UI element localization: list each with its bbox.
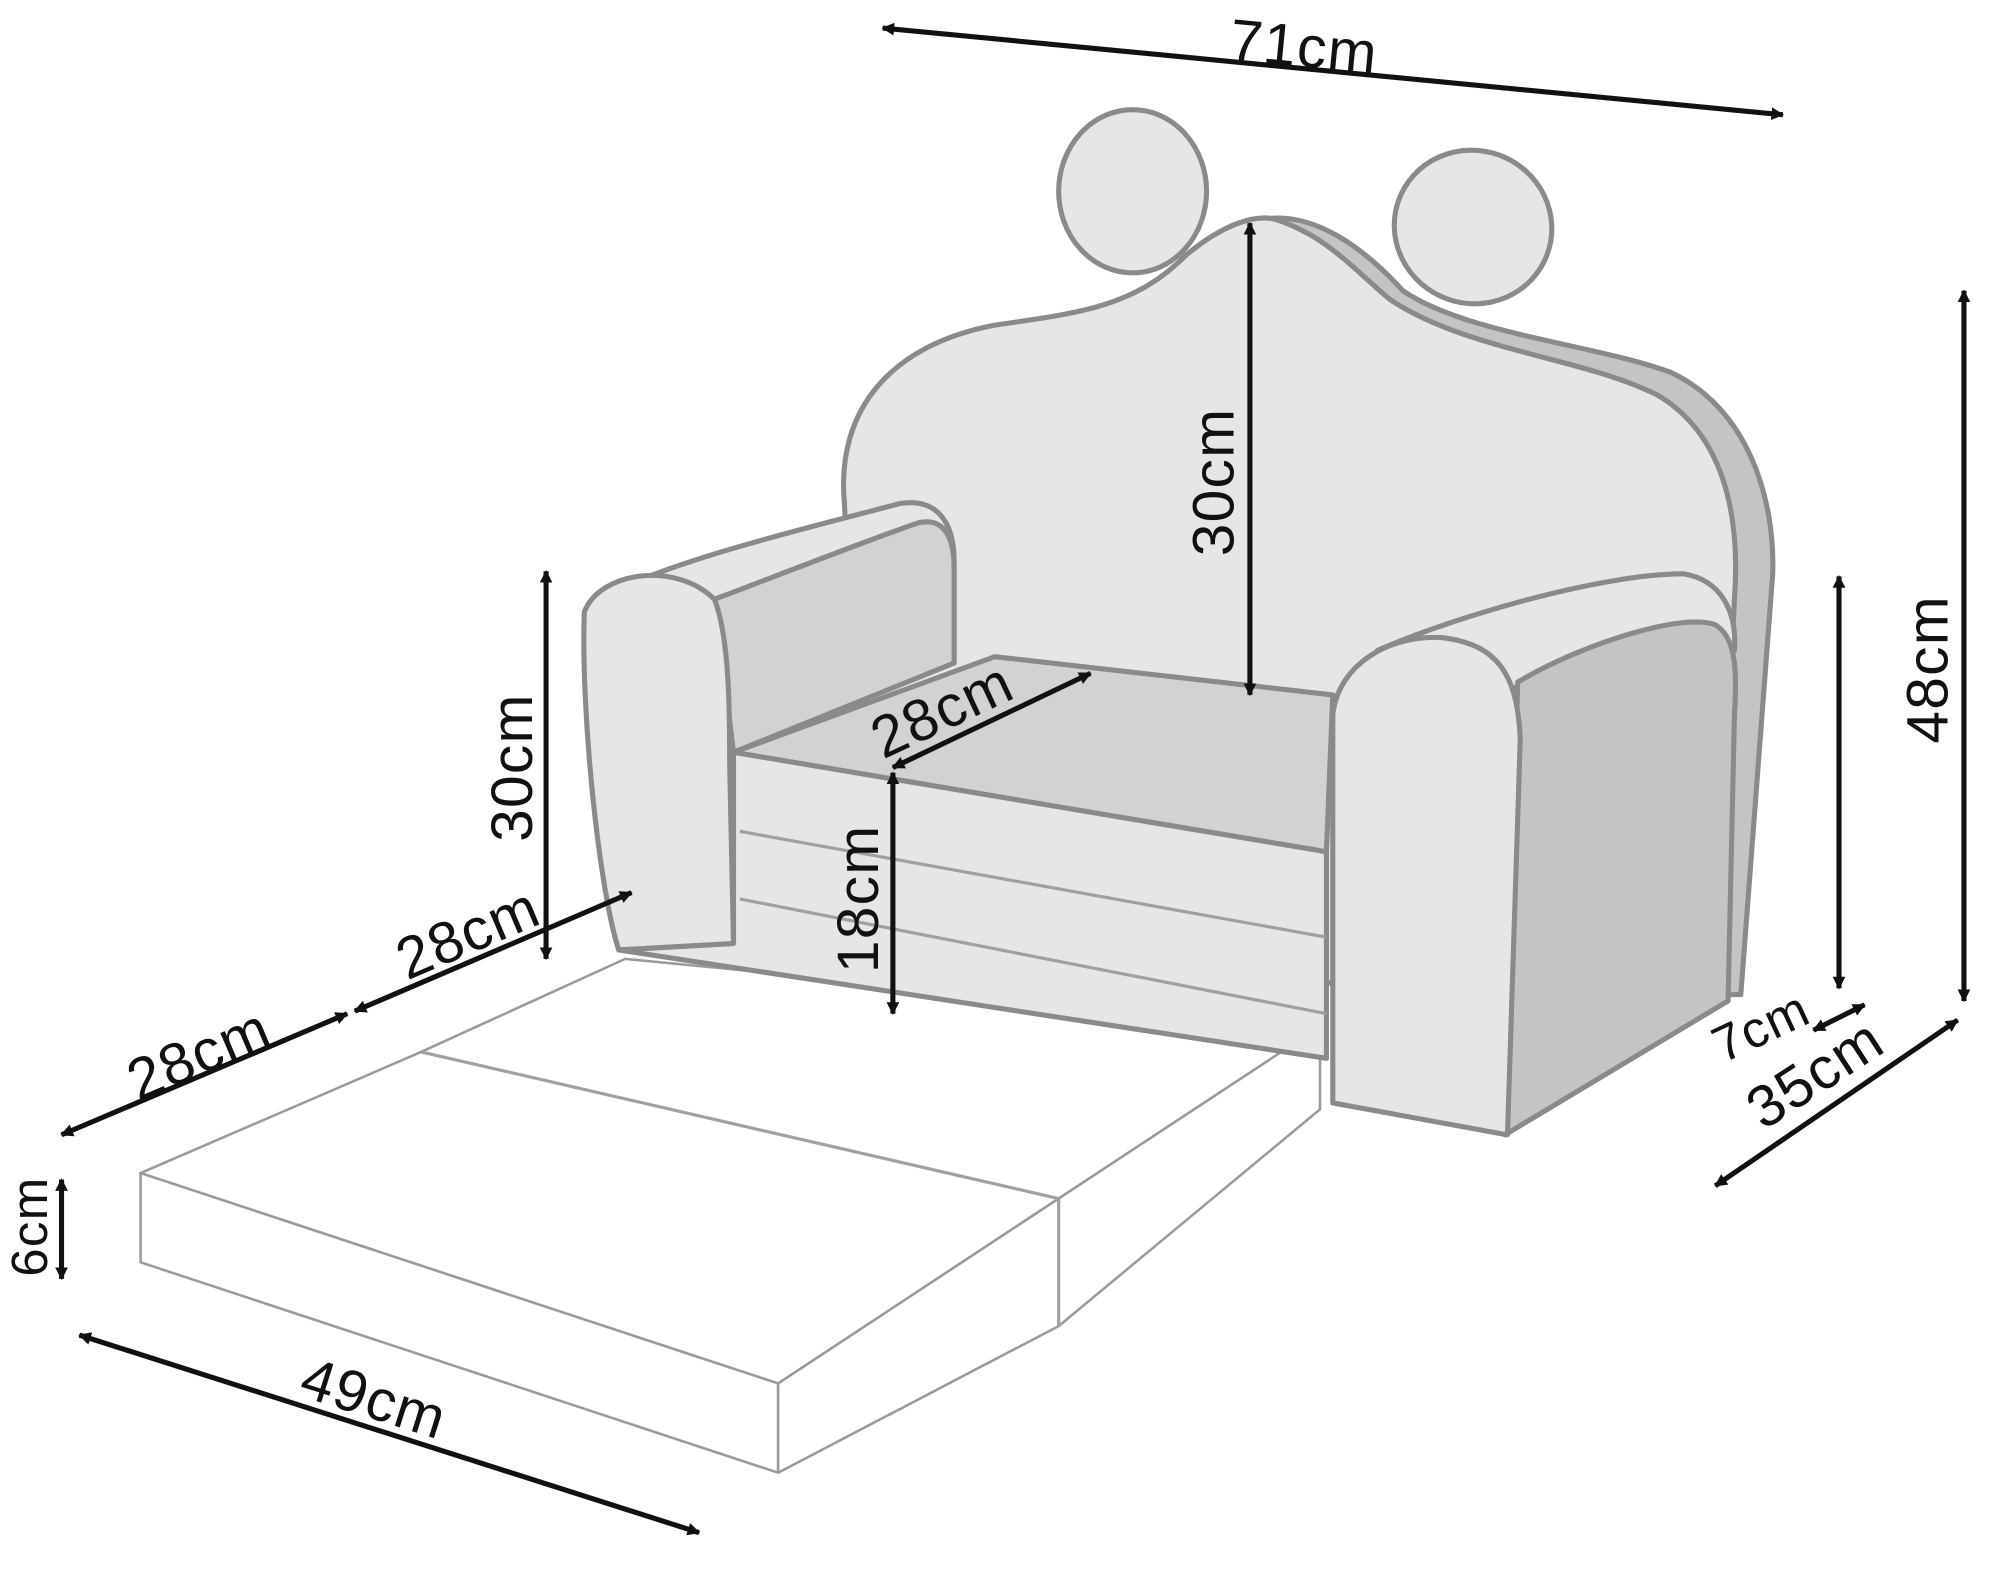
left-ear <box>1056 107 1210 276</box>
left-armrest <box>581 500 957 953</box>
dim-line-total-depth <box>1713 1017 1960 1188</box>
label-seat-height: 18cm <box>826 825 891 973</box>
label-arm-height: 30cm <box>480 693 545 841</box>
dim-line-total-width <box>881 22 1785 121</box>
left-arm-inner <box>711 519 957 755</box>
label-total-width: 71cm <box>1227 8 1381 87</box>
label-back-height: 30cm <box>1182 408 1247 557</box>
right-arm-side <box>1502 619 1739 1138</box>
dimension-lines <box>55 22 1971 1536</box>
unfolded-mattress <box>139 957 1322 1474</box>
mattress-fold-line <box>420 1050 1060 1201</box>
dim-line-seat-depth <box>891 670 1092 770</box>
label-total-height: 48cm <box>1896 595 1961 743</box>
seat-front <box>616 749 1329 1061</box>
right-arm-front <box>1330 634 1523 1138</box>
dim-line-mattress-width <box>78 1332 701 1536</box>
label-mattress-thickness: 6cm <box>1 1177 58 1277</box>
seat-cushion <box>616 654 1336 1061</box>
dim-line-unfold-2 <box>353 890 633 1014</box>
label-unfold-2: 28cm <box>387 875 549 993</box>
seat-layer-line <box>739 829 1327 939</box>
right-armrest <box>1330 571 1739 1138</box>
label-mattress-width: 49cm <box>293 1345 454 1452</box>
dim-line-unfold-1 <box>60 1011 349 1138</box>
seat-layer-line <box>739 897 1327 1016</box>
left-arm-front <box>581 572 737 953</box>
label-unfold-1: 28cm <box>118 996 280 1114</box>
right-ear <box>1391 147 1555 307</box>
